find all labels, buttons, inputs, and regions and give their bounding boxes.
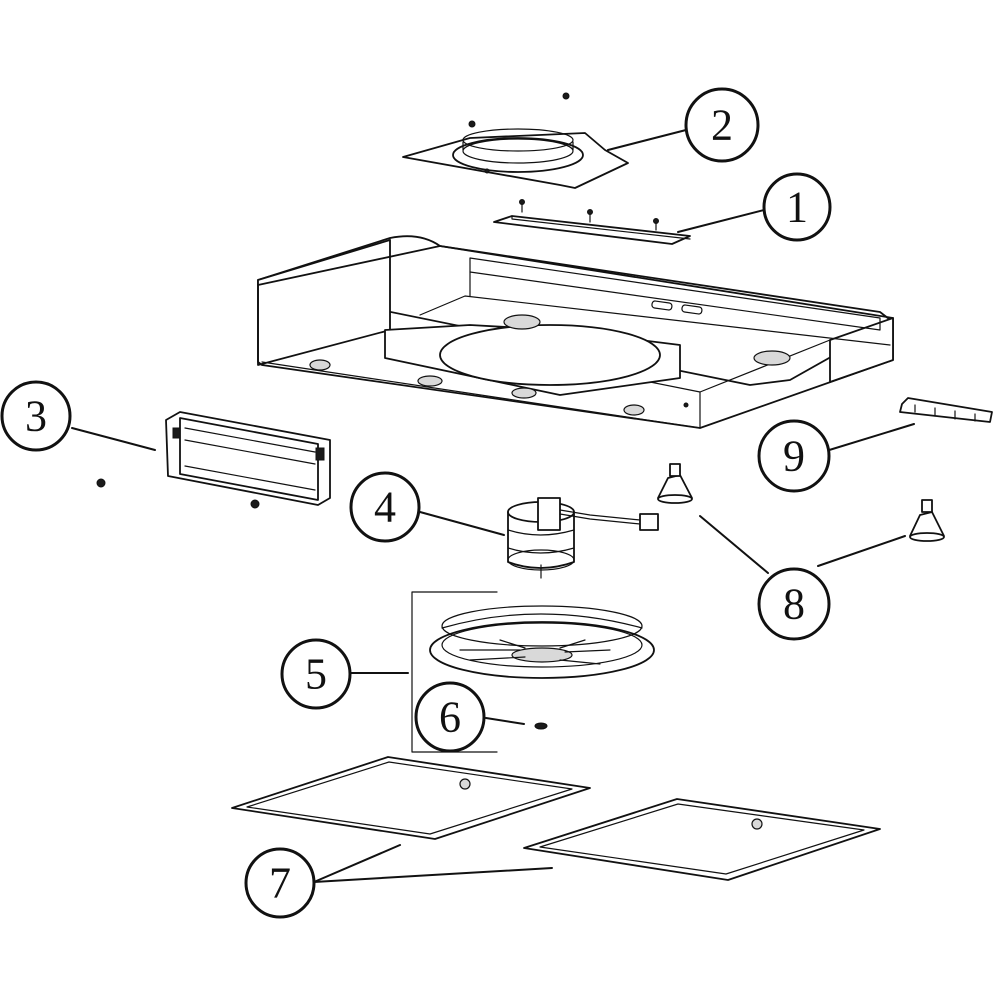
callout-6-label: 6 (439, 693, 461, 742)
callout-9: 9 (757, 419, 831, 493)
retaining-nut (534, 722, 548, 730)
callout-1-label: 1 (786, 183, 808, 232)
callout-6: 6 (414, 681, 486, 753)
callout-1: 1 (762, 172, 832, 242)
callout-4-label: 4 (374, 483, 396, 532)
callout-3: 3 (0, 380, 72, 452)
callout-3-label: 3 (25, 392, 47, 441)
callout-9-label: 9 (783, 432, 805, 481)
fan-motor (507, 497, 659, 579)
blower-assembly (411, 591, 655, 753)
halogen-bulbs (657, 463, 945, 542)
callout-2-label: 2 (711, 101, 733, 150)
leader-lines (71, 129, 915, 883)
switch-housing (96, 411, 331, 509)
callout-2: 2 (684, 87, 760, 163)
callout-8-label: 8 (783, 580, 805, 629)
callout-4: 4 (349, 471, 421, 543)
duct-collar-plate (402, 92, 629, 189)
range-hood-body (257, 235, 894, 429)
grease-filters (231, 756, 881, 881)
mounting-bracket (493, 199, 691, 245)
light-switch-board (899, 397, 993, 423)
callout-5-label: 5 (305, 650, 327, 699)
callout-7-label: 7 (269, 859, 291, 908)
callout-7: 7 (244, 847, 316, 919)
callout-8: 8 (757, 567, 831, 641)
callout-5: 5 (280, 638, 352, 710)
